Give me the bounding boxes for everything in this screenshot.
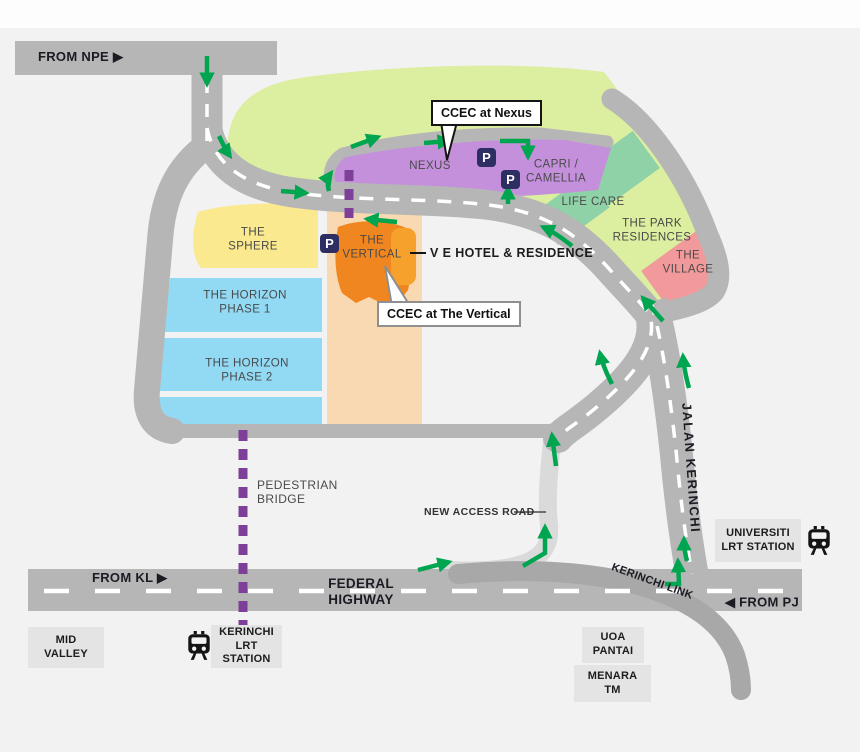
route-arrow [640,295,665,323]
direction-right-icon: ▶ [157,570,168,585]
ccec-vertical-callout: CCEC at The Vertical [377,301,521,327]
village-label: THE VILLAGE [662,249,714,275]
from-kl-label: FROM KL ▶ [92,570,168,585]
road-kerinchi-link [448,561,751,700]
vertical-building-wing [391,228,416,285]
menara-tm-box: MENARA TM [574,665,651,702]
horizon-extra-block [152,397,322,428]
horizon-phase1-label: THE HORIZON PHASE 1 [203,289,287,315]
horizon-phase2-label: THE HORIZON PHASE 2 [205,357,289,383]
route-arrow [350,133,382,150]
parking-icon: P [501,170,520,189]
page-margin [0,0,860,28]
pedestrian-bridge-label: PEDESTRIAN BRIDGE [257,478,338,507]
from-npe-label: FROM NPE ▶ [38,49,124,64]
ve-hotel-label: V E HOTEL & RESIDENCE [430,246,594,260]
route-arrow [545,431,562,467]
horizon-phase2-block [157,338,322,391]
road-diagonal-northeast [601,88,730,324]
park-residences-label: THE PARK RESIDENCES [612,217,692,243]
sphere-block [193,203,318,268]
horizon-phase1-block [164,278,322,332]
route-arrow [417,557,453,573]
route-arrow [318,169,334,192]
mid-valley-box: MID VALLEY [28,627,104,668]
uoa-pantai-box: UOA PANTAI [582,627,644,663]
nexus-label: NEXUS [409,160,451,173]
parking-icon: P [320,234,339,253]
route-arrow [539,224,574,248]
capri-camellia-label: CAPRI / CAMELLIA [525,158,587,184]
centerline-jalan-kerinchi [649,301,694,575]
route-arrow [363,212,398,228]
route-arrow [500,138,536,161]
route-arrow [521,523,553,568]
train-icon [188,631,210,660]
from-pj-label: ◀ FROM PJ [724,594,800,610]
parking-icon: P [477,148,496,167]
train-icon [808,526,830,555]
vertical-label: THE VERTICAL [342,234,402,260]
route-arrow [216,135,233,160]
route-arrow [594,349,614,386]
direction-left-icon: ◀ [724,594,736,610]
route-arrow [665,557,687,587]
route-arrow [280,184,310,200]
nexus-block [334,139,611,199]
road-loop-left [133,132,220,444]
sphere-label: THE SPHERE [228,226,278,252]
universiti-lrt-station-box: UNIVERSITI LRT STATION [715,519,801,562]
life-care-label: LIFE CARE [561,196,625,209]
new-access-road-label: NEW ACCESS ROAD [424,506,535,518]
federal-highway-label: FEDERAL HIGHWAY [328,576,394,607]
new-access-road [439,423,562,580]
ccec-nexus-callout: CCEC at Nexus [431,100,542,126]
direction-right-icon: ▶ [112,49,124,64]
kerinchi-lrt-station-box: KERINCHI LRT STATION [211,625,282,668]
route-arrow [676,352,692,389]
route-arrow [676,535,692,562]
